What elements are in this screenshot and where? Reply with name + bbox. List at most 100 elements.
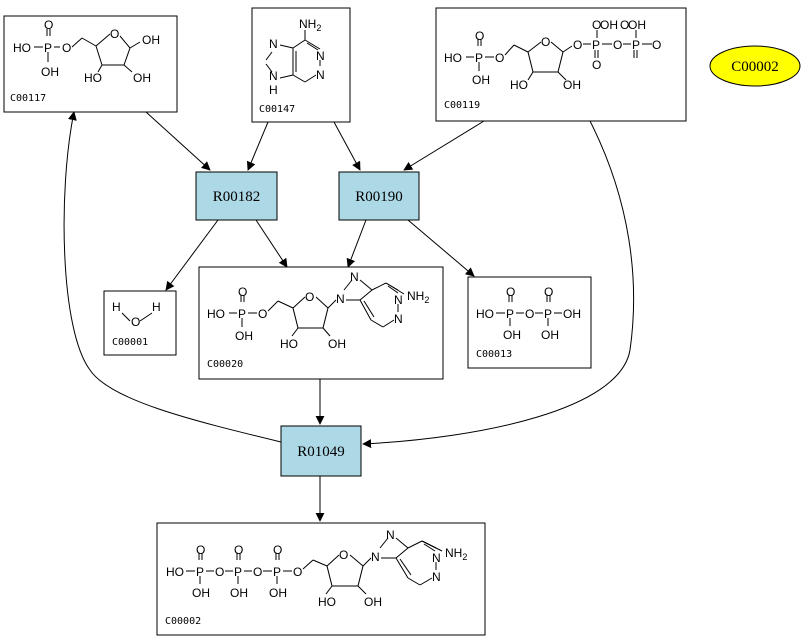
compound-id-label: C00147 — [259, 104, 295, 115]
atom-n: N — [386, 528, 395, 542]
edge-r00190-c00013 — [407, 219, 475, 277]
edge-c00119-r00190 — [403, 120, 485, 171]
atom-p: P — [475, 51, 483, 65]
atom-oh: OH — [235, 329, 253, 343]
atom-h: H — [112, 300, 121, 314]
atom-n: N — [371, 550, 380, 564]
atom-p: P — [544, 307, 552, 321]
atom-n: N — [350, 270, 359, 284]
reaction-label: R00190 — [355, 189, 403, 205]
atom-o: O — [293, 565, 302, 579]
atom-n: N — [432, 551, 441, 565]
atom-oh: OH — [133, 71, 151, 85]
edge-c00147-r00190 — [333, 121, 361, 171]
atom-oh: OH — [600, 18, 618, 32]
atom-o: O — [62, 41, 71, 55]
compound-id-label: C00117 — [10, 93, 46, 104]
compound-id-label: C00020 — [207, 359, 243, 370]
atom-oh: OH — [503, 328, 521, 342]
atom-o: O — [305, 290, 314, 304]
atom-oh: OH — [472, 73, 490, 87]
atom-oh: OH — [328, 337, 346, 351]
atom-o: O — [234, 543, 243, 557]
structure-amp — [229, 279, 405, 337]
edge-c00117-r00182 — [145, 111, 211, 171]
atom-n: N — [336, 292, 345, 306]
compound-c00002[interactable]: HO P O P O P O O O O OH OH OH O N N N N … — [156, 522, 486, 636]
atom-n: N — [316, 68, 325, 82]
edge-r01049-c00117 — [63, 111, 282, 443]
atom-o: O — [544, 285, 553, 299]
atom-p: P — [234, 565, 242, 579]
atom-n: N — [394, 312, 403, 326]
compound-c00001[interactable]: H O H C00001 — [103, 290, 177, 356]
highlight-node[interactable]: C00002 — [709, 45, 801, 87]
atom-o: O — [541, 35, 550, 49]
structure-ribose-5-phosphate — [34, 29, 141, 73]
atom-o: O — [495, 51, 504, 65]
atom-o: O — [44, 18, 53, 32]
edge-c00147-r00182 — [246, 121, 269, 171]
atom-p: P — [238, 307, 246, 321]
edge-r00190-c00020 — [346, 219, 367, 268]
atom-oh: OH — [269, 586, 287, 600]
atom-oh: OH — [541, 328, 559, 342]
atom-ho: HO — [444, 51, 462, 65]
atom-p: P — [632, 38, 640, 52]
edge-r00182-c00001 — [165, 219, 219, 291]
reaction-label: R00182 — [213, 189, 261, 205]
reaction-label: R01049 — [297, 444, 345, 460]
atom-ho: HO — [84, 71, 102, 85]
atom-o: O — [573, 38, 582, 52]
atom-oh: OH — [364, 595, 382, 609]
edge-r00182-c00020 — [255, 219, 288, 268]
reaction-r01049[interactable]: R01049 — [280, 425, 362, 477]
atom-o: O — [592, 18, 601, 32]
reaction-r00182[interactable]: R00182 — [195, 171, 278, 221]
compound-c00119[interactable]: HO P O OH O O O P O OH O P O OH O O HO O… — [435, 7, 687, 122]
atom-ho: HO — [318, 595, 336, 609]
compound-c00117[interactable]: HO P O OH O O OH HO OH C00117 — [3, 15, 178, 113]
atom-o: O — [238, 285, 247, 299]
atom-p: P — [506, 307, 514, 321]
compound-c00013[interactable]: HO P O P OH O O OH OH C00013 — [467, 276, 592, 369]
edges — [63, 111, 635, 522]
compound-c00147[interactable]: NH2 N N N N H C00147 — [251, 7, 351, 123]
atom-oh: OH — [628, 18, 646, 32]
atom-o: O — [592, 58, 601, 72]
atom-n: N — [316, 49, 325, 63]
atom-ho: HO — [166, 565, 184, 579]
atom-o: O — [525, 307, 534, 321]
atom-o: O — [475, 29, 484, 43]
reaction-r00190[interactable]: R00190 — [338, 171, 420, 221]
atom-h: H — [152, 300, 161, 314]
atom-ho: HO — [510, 78, 528, 92]
atom-o: O — [613, 38, 622, 52]
atom-o: O — [253, 565, 262, 579]
structure-atp — [186, 537, 443, 595]
atom-n: N — [269, 37, 278, 51]
atom-o: O — [506, 285, 515, 299]
atom-nh2: NH2 — [299, 17, 321, 33]
atom-oh: OH — [192, 586, 210, 600]
atom-oh: OH — [563, 78, 581, 92]
atom-ho: HO — [13, 41, 31, 55]
atom-oh: OH — [142, 33, 160, 47]
atom-o: O — [196, 543, 205, 557]
atom-ho: HO — [207, 307, 225, 321]
atom-ho: HO — [280, 337, 298, 351]
structure-pyrophosphate — [496, 295, 562, 326]
atom-oh: OH — [230, 586, 248, 600]
atom-n: N — [394, 293, 403, 307]
atom-oh: OH — [41, 65, 59, 79]
atom-p: P — [196, 565, 204, 579]
atom-oh: OH — [563, 307, 581, 321]
compound-c00020[interactable]: HO P O OH O O N N N N NH2 HO OH C00020 — [198, 266, 444, 380]
atom-o: O — [131, 315, 140, 329]
atom-o: O — [339, 548, 348, 562]
atom-ho: HO — [476, 307, 494, 321]
atom-o: O — [110, 27, 119, 41]
atom-p: P — [44, 41, 52, 55]
edge-c00119-r01049 — [362, 120, 635, 449]
